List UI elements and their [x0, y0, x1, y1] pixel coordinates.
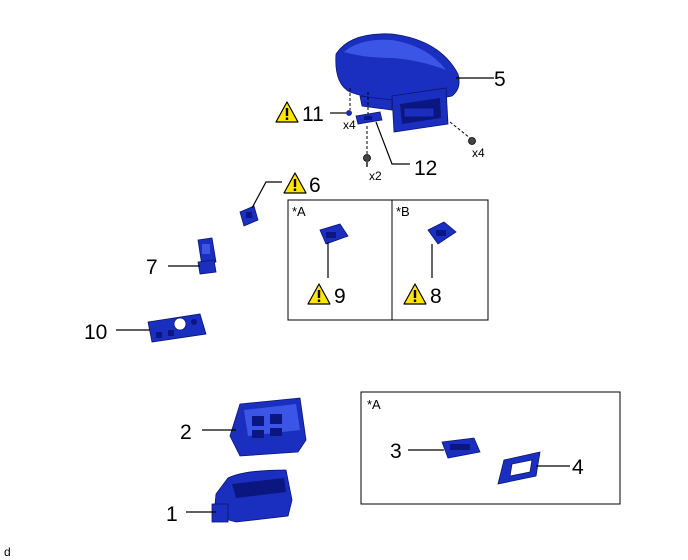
- callout-7: 7: [146, 256, 158, 279]
- part-9-switch: [319, 223, 349, 245]
- variant-box-bottom: [360, 391, 621, 505]
- part-5-console-lid: [335, 33, 460, 133]
- screw-icon-bottom: [363, 126, 371, 167]
- leader-12: [375, 121, 410, 165]
- warning-triangle-icon: [275, 101, 299, 123]
- callout-4: 4: [572, 456, 584, 479]
- part-1-tray: [211, 469, 293, 523]
- variant-box-top: [287, 199, 489, 321]
- callout-3: 3: [390, 440, 402, 463]
- callout-6: 6: [309, 174, 321, 197]
- part-11-clip: [346, 110, 352, 116]
- warning-triangle-icon: [307, 283, 331, 305]
- callout-9: 9: [334, 285, 346, 308]
- part-12-bracket: [355, 111, 383, 125]
- warning-triangle-icon: [283, 172, 307, 194]
- part-4-cover: [497, 451, 541, 485]
- part-3-switch: [441, 437, 481, 459]
- callout-5: 5: [494, 68, 506, 91]
- callout-2: 2: [180, 421, 192, 444]
- part-10-panel: [147, 313, 207, 343]
- variant-tag-a-bottom: *A: [367, 397, 381, 412]
- corner-mark: d: [4, 545, 11, 559]
- part-6-connector: [239, 205, 259, 227]
- variant-tag-b-top: *B: [396, 204, 410, 219]
- callout-11: 11: [302, 103, 324, 126]
- quantity-11: x4: [343, 118, 356, 132]
- callout-1: 1: [166, 503, 178, 526]
- variant-tag-a-top: *A: [292, 204, 306, 219]
- part-8-switch: [427, 221, 457, 245]
- part-2-bezel: [229, 397, 307, 457]
- part-7-switch: [197, 237, 217, 275]
- leader-6: [251, 181, 282, 209]
- callout-12: 12: [414, 157, 437, 180]
- warning-triangle-icon: [403, 283, 427, 305]
- quantity-screw-right: x4: [472, 146, 485, 160]
- screw-icon-right: [449, 121, 476, 145]
- callout-8: 8: [430, 285, 442, 308]
- callout-10: 10: [84, 321, 107, 344]
- quantity-screw-bottom: x2: [369, 169, 382, 183]
